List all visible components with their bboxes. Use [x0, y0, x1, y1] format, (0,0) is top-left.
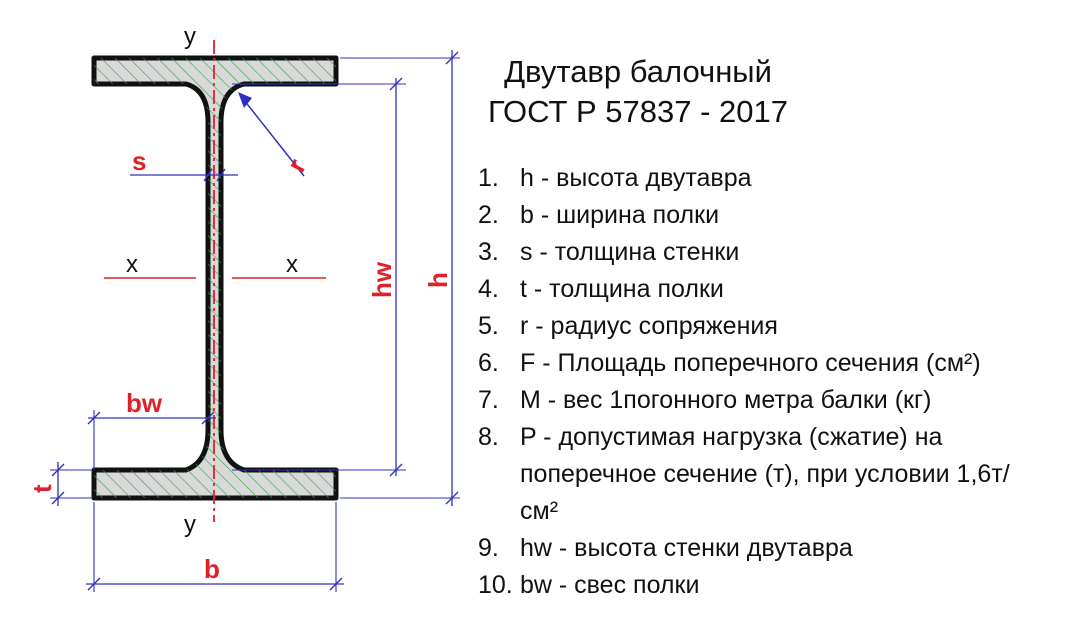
legend-number: 4. [478, 275, 499, 303]
legend-text: F - Площадь поперечного сечения (см²) [520, 349, 981, 377]
label-bw: bw [126, 388, 163, 418]
s-tick-left [203, 168, 213, 182]
legend-text: t - толщина полки [520, 275, 724, 303]
i-beam-hatch [94, 58, 336, 498]
legend-number: 5. [478, 312, 499, 340]
b-tick-right [329, 577, 343, 591]
hw-tick-top [389, 77, 403, 91]
s-tick-right [216, 168, 226, 182]
legend-item: 10.bw - свес полки [478, 567, 1063, 604]
title-line-2: ГОСТ Р 57837 - 2017 [487, 94, 789, 129]
legend-item: 6. F - Площадь поперечного сечения (см²) [478, 345, 1063, 382]
t-tick-bottom [51, 491, 65, 505]
legend-item: 5. r - радиус сопряжения [478, 308, 1063, 345]
label-hw: hw [367, 261, 397, 298]
label-b: b [204, 554, 220, 584]
legend-item: 1. h - высота двутавра [478, 160, 1063, 197]
legend-text: r - радиус сопряжения [520, 312, 778, 340]
legend-text: M - вес 1погонного метра балки (кг) [520, 386, 932, 414]
label-r: r [281, 154, 312, 177]
label-y-bottom: y [184, 511, 196, 538]
legend-item: 4. t - толщина полки [478, 271, 1063, 308]
hw-tick-bottom [389, 463, 403, 477]
legend-text: hw - высота стенки двутавра [520, 534, 853, 562]
r-leader-line [243, 99, 305, 177]
legend-text: s - толщина стенки [520, 238, 740, 266]
label-x-left: x [126, 251, 138, 278]
b-tick-left [87, 577, 101, 591]
legend-item: 7. M - вес 1погонного метра балки (кг) [478, 382, 1063, 419]
h-tick-bottom [445, 491, 459, 505]
label-y-top: y [184, 23, 196, 50]
legend-item: 9. hw - высота стенки двутавра [478, 530, 1063, 567]
legend-item: 3. s - толщина стенки [478, 234, 1063, 271]
r-arrowhead [238, 92, 252, 108]
legend-text: P - допустимая нагрузка (сжатие) на попе… [520, 423, 1010, 525]
legend-number: 3. [478, 238, 499, 266]
title-line-1: Двутавр балочный [504, 54, 772, 89]
t-tick-top [51, 463, 65, 477]
label-t: t [27, 484, 57, 493]
label-x-right: x [286, 251, 298, 278]
legend-number: 7. [478, 386, 499, 414]
diagram-title: Двутавр балочный ГОСТ Р 57837 - 2017 [468, 52, 808, 132]
legend-item: 2. b - ширина полки [478, 197, 1063, 234]
legend-text: b - ширина полки [520, 201, 720, 229]
legend-number: 6. [478, 349, 499, 377]
legend-text: h - высота двутавра [520, 164, 752, 192]
legend-number: 9. [478, 534, 499, 562]
legend-item: 8. P - допустимая нагрузка (сжатие) на по… [478, 419, 1040, 530]
h-tick-top [445, 51, 459, 65]
label-s: s [132, 146, 146, 176]
legend-number: 2. [478, 201, 499, 229]
legend-text: bw - свес полки [520, 571, 700, 599]
bw-tick-left [87, 411, 101, 425]
legend-number: 8. [478, 423, 499, 451]
bw-tick-right [201, 411, 215, 425]
legend-number: 10. [478, 571, 513, 599]
legend-list: 1. h - высота двутавра 2. b - ширина полки… [478, 160, 1063, 604]
label-h: h [423, 272, 453, 288]
legend-number: 1. [478, 164, 499, 192]
